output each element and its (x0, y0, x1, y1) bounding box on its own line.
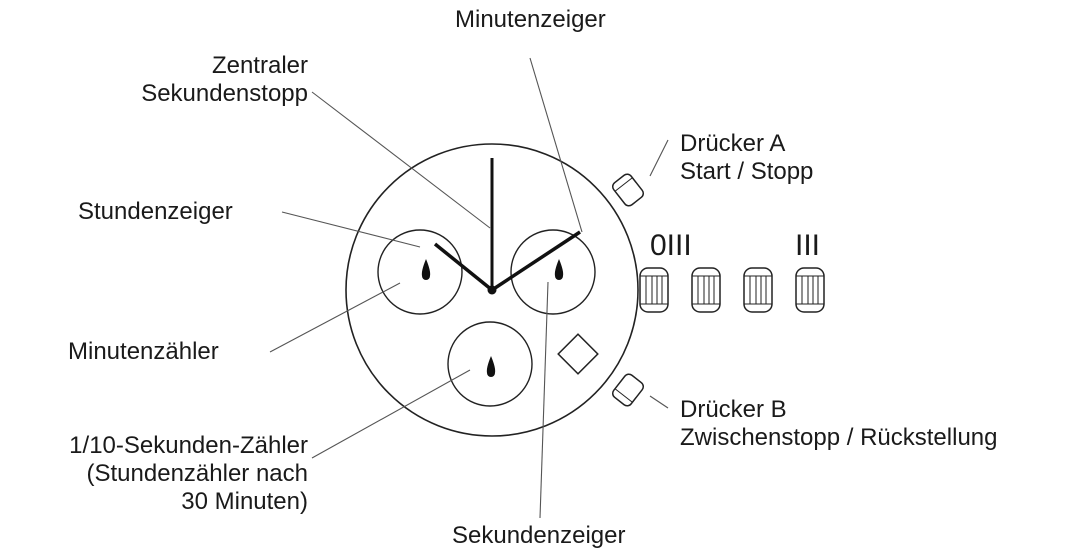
label-tenth-second-counter-line3: 30 Minuten) (181, 488, 308, 515)
label-pusher-a: Drücker A Start / Stopp (680, 130, 813, 186)
seconds-subdial-hand (554, 259, 564, 280)
minute-hand (491, 230, 581, 292)
leader-hour-hand (281, 211, 421, 248)
hour-hand (433, 242, 494, 292)
label-pusher-b-line2: Zwischenstopp / Rückstellung (680, 424, 998, 451)
minute-counter-hand (421, 259, 431, 280)
leader-tenth-second-counter (311, 369, 471, 459)
label-minute-counter: Minutenzähler (68, 338, 219, 365)
seconds-subdial (510, 229, 596, 315)
crown-position-marker-0III: 0III (650, 229, 692, 262)
leader-second-hand (539, 281, 549, 519)
label-hour-hand: Stundenzeiger (78, 198, 233, 225)
leader-central-seconds-stop (311, 91, 491, 229)
minute-counter-subdial (377, 229, 463, 315)
crown-position-marker-III: III (795, 229, 820, 262)
label-pusher-a-line2: Start / Stopp (680, 158, 814, 185)
crown-position-0 (639, 267, 669, 313)
crown-position-2 (743, 267, 773, 313)
label-pusher-b-line1: Drücker B (680, 396, 787, 423)
leader-minute-hand (529, 57, 583, 233)
label-pusher-a-line1: Drücker A (680, 130, 786, 157)
label-pusher-b: Drücker B Zwischenstopp / Rückstellung (680, 396, 997, 452)
label-central-seconds-stop: Zentraler Sekundenstopp (141, 52, 308, 108)
leader-pusher-a (649, 139, 669, 177)
watch-case (345, 143, 639, 437)
pusher-b (611, 373, 645, 407)
tenth-second-hand (486, 356, 496, 377)
crown-position-1 (691, 267, 721, 313)
center-pin (487, 285, 497, 295)
leader-minute-counter (269, 282, 401, 353)
label-central-seconds-stop-line2: Sekundenstopp (141, 80, 308, 107)
pusher-a (611, 173, 645, 207)
label-tenth-second-counter: 1/10-Sekunden-Zähler (Stundenzähler nach… (69, 432, 308, 516)
crown-position-3 (795, 267, 825, 313)
label-second-hand: Sekundenzeiger (452, 522, 626, 549)
leader-pusher-b (649, 395, 669, 409)
label-tenth-second-counter-line1: 1/10-Sekunden-Zähler (69, 432, 308, 459)
date-window (557, 333, 599, 375)
label-tenth-second-counter-line2: (Stundenzähler nach (86, 460, 308, 487)
label-central-seconds-stop-line1: Zentraler (211, 52, 308, 79)
label-minute-hand: Minutenzeiger (455, 6, 606, 33)
